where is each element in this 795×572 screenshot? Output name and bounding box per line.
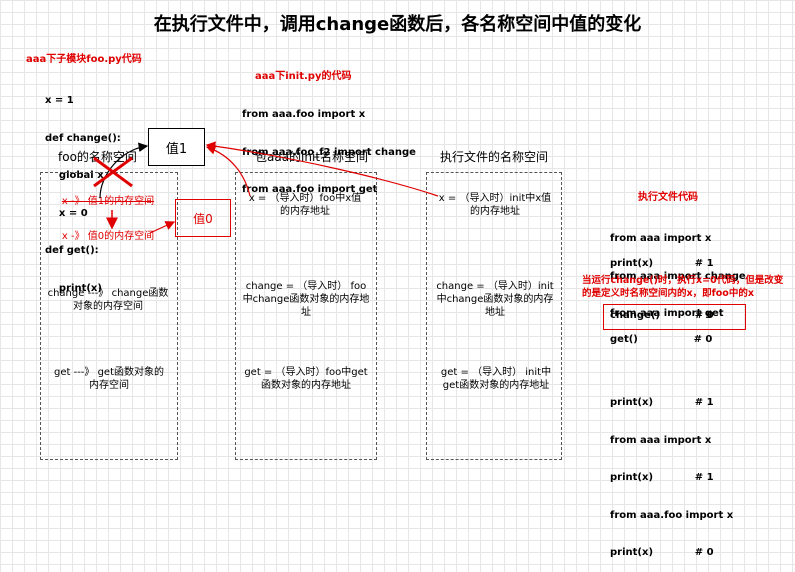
change-call-highlight [603, 304, 746, 330]
init-code-line: from aaa.foo import x [242, 109, 366, 120]
foo-namespace-box [40, 172, 178, 460]
exec-change-call: change() # 0 [610, 310, 714, 321]
foo-x-old-arrow [99, 142, 149, 199]
init-code-line: from aaa.foo import get [242, 184, 378, 195]
exec-print1: print(x) # 1 [610, 258, 714, 269]
exec-get-call: get() # 0 [610, 334, 713, 345]
exec-code-line: print(x) # 0 [610, 547, 714, 558]
exec-namespace-box [426, 172, 562, 460]
foo-code-line: global x [45, 170, 104, 181]
init-code-heading: aaa下init.py的代码 [255, 71, 352, 82]
exec-code-line: from aaa import x [610, 233, 712, 244]
exec-change-entry: change = （导入时）init中change函数对象的内存地址 [436, 281, 554, 318]
value1-box: 值1 [148, 128, 205, 166]
exec-code-heading: 执行文件代码 [638, 192, 698, 203]
init-x-entry: x = （导入时）foo中x值的内存地址 [248, 193, 362, 217]
init-change-entry: change = （导入时） foo中change函数对象的内存地址 [242, 281, 370, 318]
exec-get-entry: get = （导入时） init中get函数对象的内存地址 [440, 367, 552, 391]
init-get-entry: get = （导入时）foo中get函数对象的内存地址 [244, 367, 368, 391]
foo-get-entry: get ---》 get函数对象的内存空间 [53, 367, 165, 391]
exec-code-line: from aaa import get [610, 308, 724, 319]
exec-code-line: print(x) # 1 [610, 472, 714, 483]
arrows-layer [93, 141, 439, 234]
init-x-arrow [205, 145, 251, 197]
foo-change-entry: change ---》 change函数对象的内存空间 [47, 288, 169, 312]
exec-x-arrow [205, 141, 439, 197]
foo-code-line: def get(): [45, 245, 99, 256]
foo-code-heading: aaa下子模块foo.py代码 [26, 54, 142, 65]
diagram-title: 在执行文件中，调用change函数后，各名称空间中值的变化 [153, 14, 642, 35]
exec-imports: from aaa import x from aaa import change… [610, 208, 746, 333]
cross-line-icon [93, 156, 133, 188]
value0-label: 值0 [193, 211, 213, 226]
exec-x-entry: x = （导入时）init中x值的内存地址 [438, 193, 552, 217]
foo-code-line: x = 1 [45, 95, 74, 106]
foo-code-line: def change(): [45, 132, 121, 144]
value1-label: 值1 [165, 141, 188, 157]
exec-code-line: print(x) # 1 [610, 397, 714, 408]
exec-code-line: from aaa import x [610, 434, 712, 446]
exec-namespace-label: 执行文件的名称空间 [440, 150, 549, 164]
foo-code-block: x = 1 def change(): global x x = 0 def g… [45, 70, 121, 308]
value0-box: 值0 [175, 199, 231, 237]
init-namespace-label: 包aaa的init名称空间 [255, 150, 369, 164]
foo-x-old-entry: x -》 值1的内存空间 [61, 196, 155, 207]
init-code-block: from aaa.foo import x from aaa.foo_f2 im… [242, 84, 416, 209]
exec-code-line: from aaa.foo import x [610, 509, 734, 521]
foo-code-line: print(x) [45, 282, 102, 294]
exec-code-line: from aaa import change [610, 270, 746, 282]
foo-x-new-entry: x -》 值0的内存空间 [61, 231, 155, 242]
foo-code-line: x = 0 [45, 207, 88, 219]
init-namespace-box [235, 172, 377, 460]
foo-x-new-arrow [149, 221, 176, 234]
exec-note: 当运行change()时，执行x=0代码，但是改变的是定义时名称空间内的x，即f… [582, 275, 784, 299]
